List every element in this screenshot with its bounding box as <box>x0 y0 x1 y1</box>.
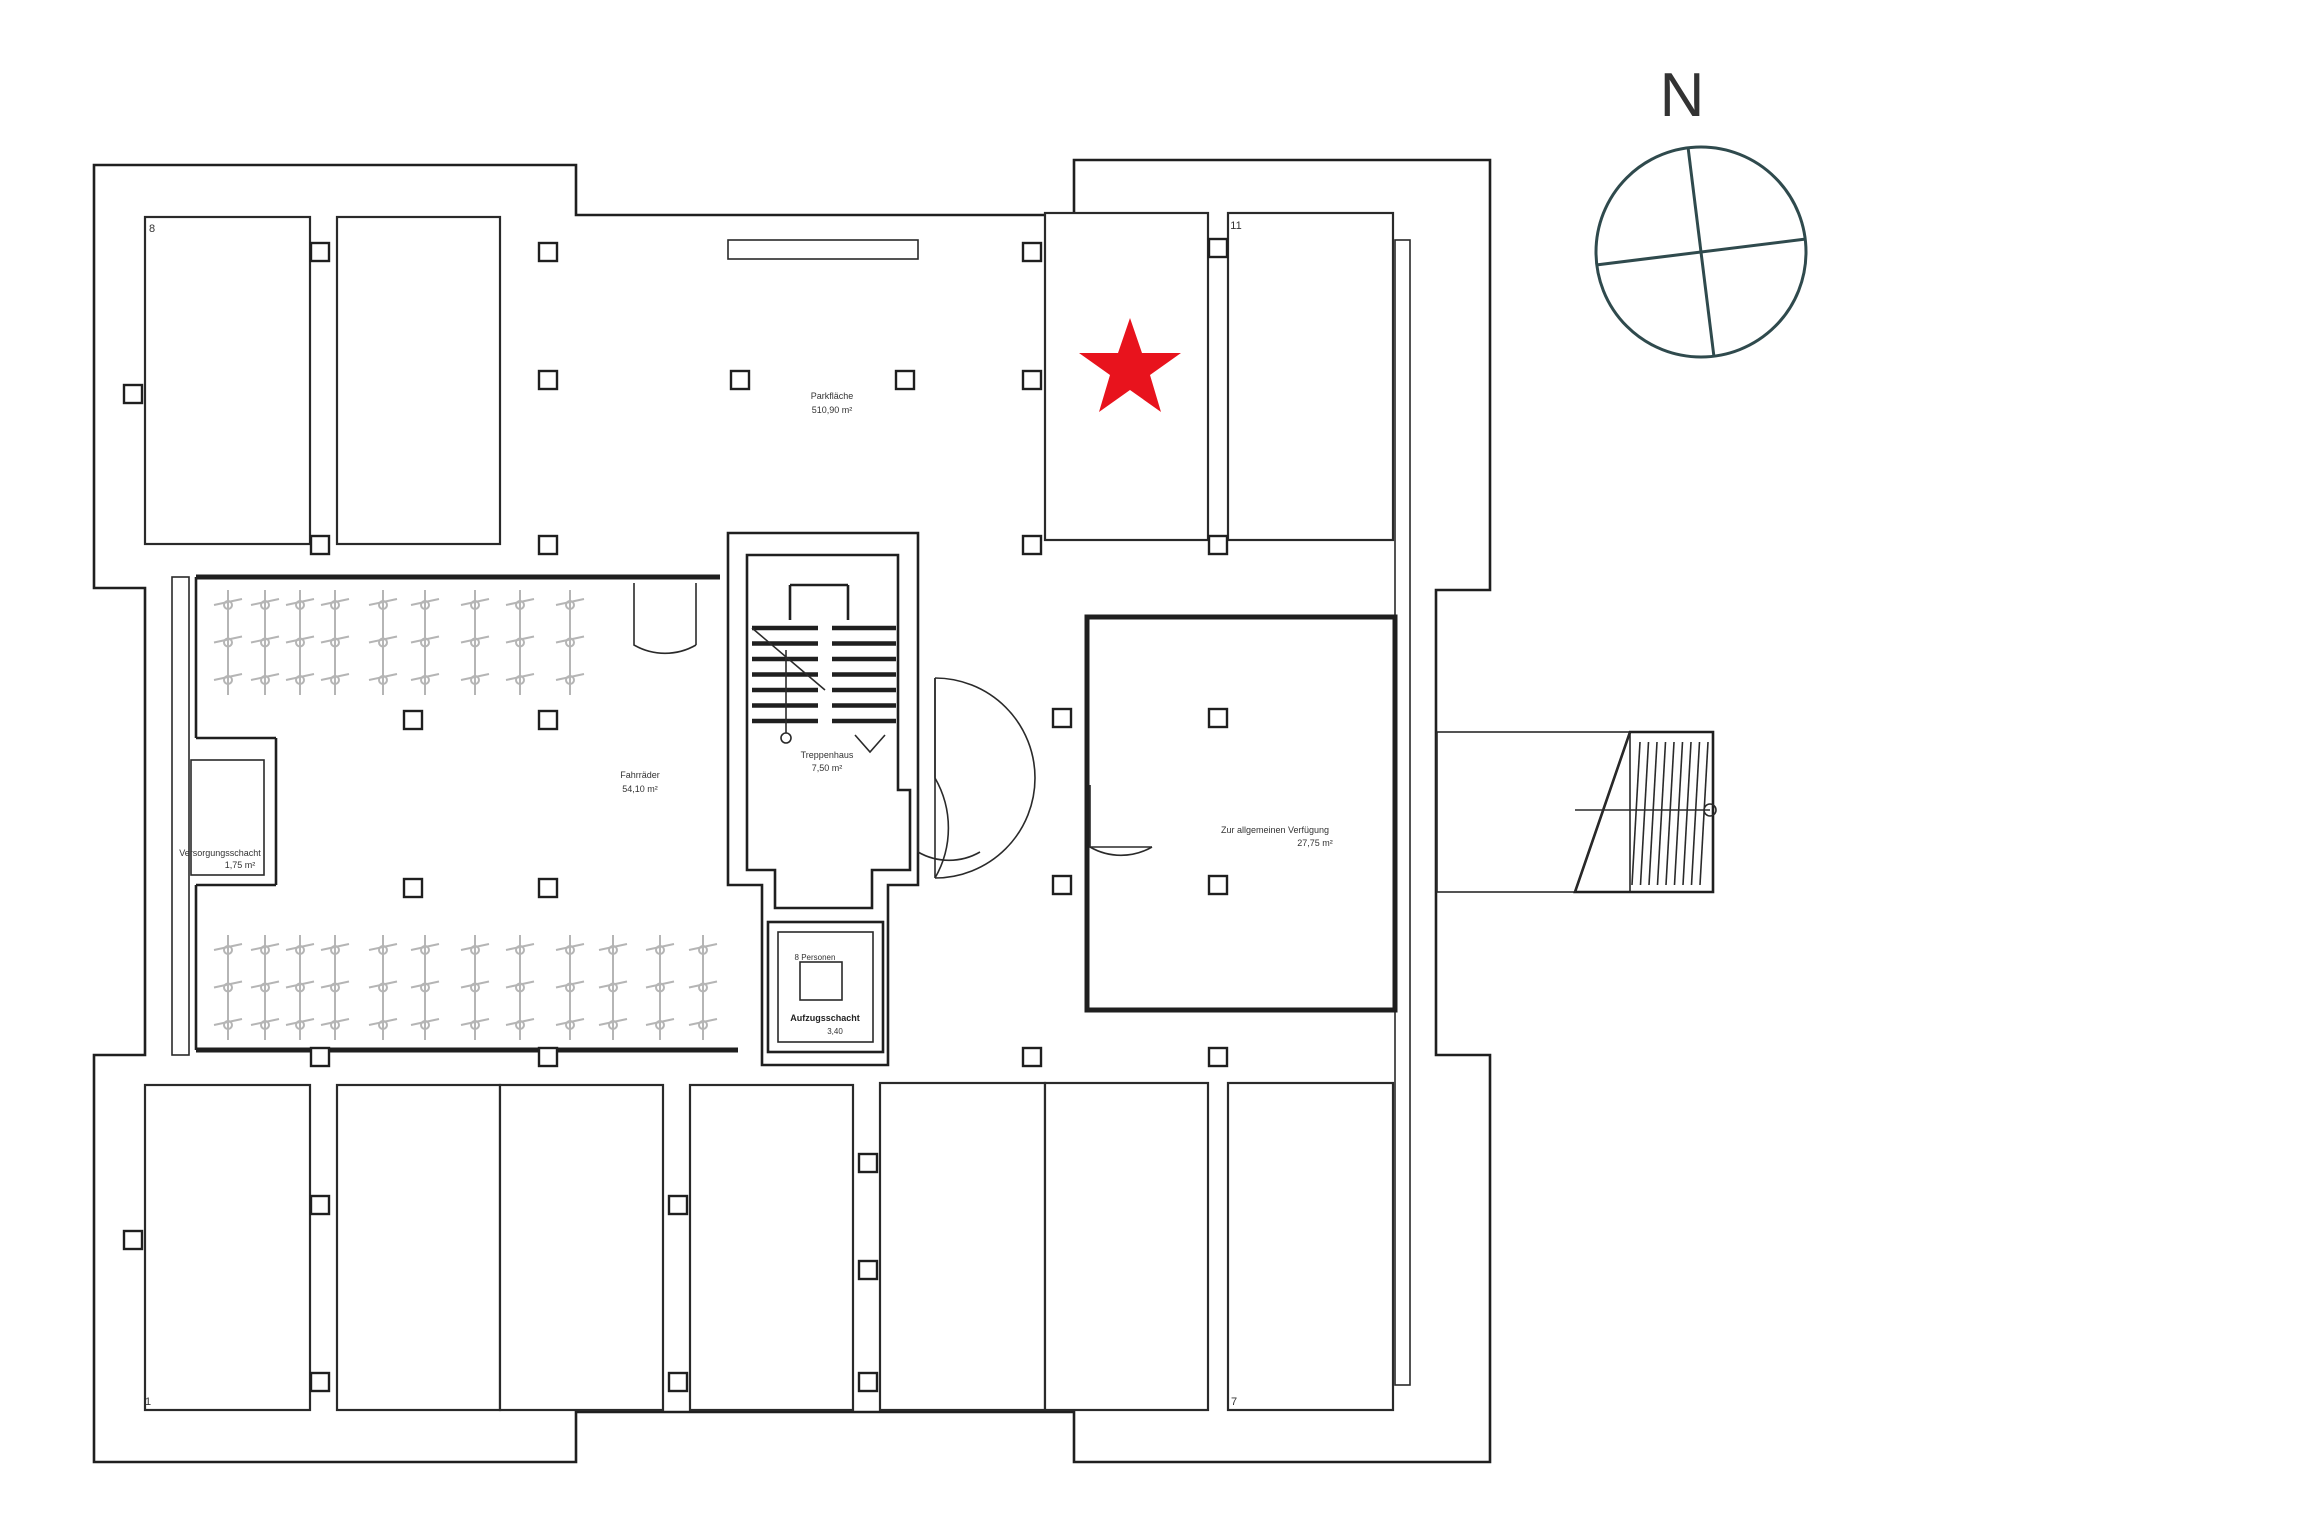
structural-columns <box>122 237 1229 1393</box>
elevator-name: Aufzugsschacht <box>790 1013 860 1023</box>
column-23 <box>1021 1046 1043 1068</box>
column-15 <box>1051 707 1073 729</box>
column-32 <box>309 1371 331 1393</box>
general-use-room <box>1084 614 1398 1013</box>
column-12 <box>1207 534 1229 556</box>
supply-shaft-name: Versorgungsschacht <box>179 848 261 858</box>
column-21 <box>309 1046 331 1068</box>
supply-shaft-area: 1,75 m² <box>225 860 256 870</box>
column-11 <box>1021 534 1043 556</box>
column-0 <box>309 241 331 263</box>
column-14 <box>537 709 559 731</box>
east-exit-stair <box>1436 730 1717 894</box>
column-7 <box>894 369 916 391</box>
column-26 <box>122 1229 144 1251</box>
column-19 <box>1051 874 1073 896</box>
column-17 <box>402 877 424 899</box>
column-3 <box>1207 237 1229 259</box>
bay-number-bottom-left: 1 <box>145 1396 151 1408</box>
bike-room-area: 54,10 m² <box>622 784 658 794</box>
north-compass <box>1594 145 1808 359</box>
general-use-area: 27,75 m² <box>1297 838 1333 848</box>
bike-room-name: Fahrräder <box>620 770 660 780</box>
column-5 <box>537 369 559 391</box>
column-9 <box>537 534 559 556</box>
column-25 <box>309 1194 331 1216</box>
top-parking-bays <box>143 211 1395 546</box>
staircase-core <box>726 531 1036 1067</box>
column-31 <box>857 1371 879 1393</box>
column-16 <box>1207 707 1229 729</box>
column-18 <box>537 877 559 899</box>
column-4 <box>122 383 144 405</box>
column-20 <box>1207 874 1229 896</box>
column-8 <box>1021 369 1043 391</box>
column-1 <box>537 241 559 263</box>
column-6 <box>729 369 751 391</box>
column-13 <box>402 709 424 731</box>
stairwell-name: Treppenhaus <box>801 750 854 760</box>
bike-room <box>171 574 738 1056</box>
elevator-area: 3,40 <box>827 1027 843 1036</box>
north-label: N <box>1660 61 1705 130</box>
column-22 <box>537 1046 559 1068</box>
bay-number-top-right: 11 <box>1230 220 1241 232</box>
stairwell-area: 7,50 m² <box>812 763 843 773</box>
bottom-parking-bays <box>143 1081 1395 1412</box>
parking-area-name: Parkfläche <box>811 391 854 401</box>
column-10 <box>309 534 331 556</box>
building-outline <box>92 158 1492 1464</box>
bay-number-bottom-right: 7 <box>1231 1396 1237 1408</box>
column-28 <box>857 1152 879 1174</box>
bay-number-top-left: 8 <box>149 223 155 235</box>
general-use-name: Zur allgemeinen Verfügung <box>1221 825 1329 835</box>
elevator-capacity: 8 Personen <box>795 953 836 962</box>
ceiling-vent-slot <box>727 239 919 260</box>
column-30 <box>667 1371 689 1393</box>
location-marker-star <box>1079 318 1181 412</box>
parking-area-size: 510,90 m² <box>812 405 853 415</box>
elevator-shaft <box>766 920 885 1054</box>
column-29 <box>857 1259 879 1281</box>
column-27 <box>667 1194 689 1216</box>
column-2 <box>1021 241 1043 263</box>
column-24 <box>1207 1046 1229 1068</box>
